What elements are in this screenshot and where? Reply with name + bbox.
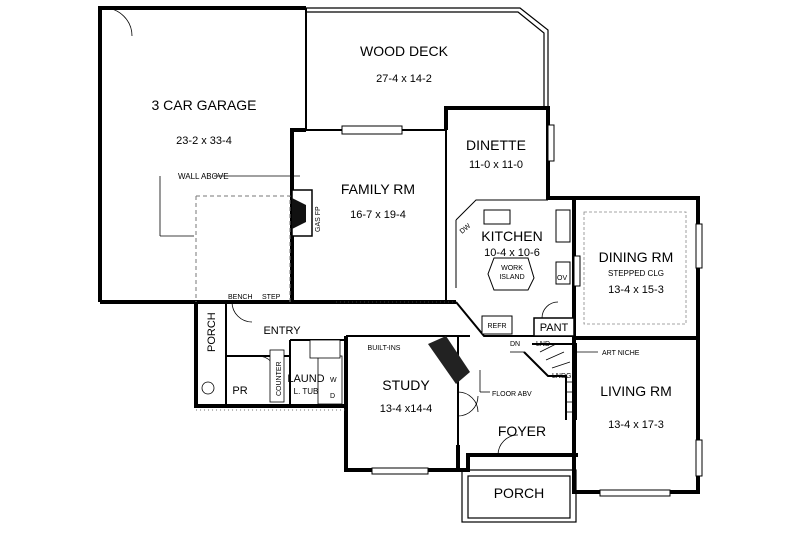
- entry-name: ENTRY: [263, 325, 301, 337]
- room-labels: 3 CAR GARAGE 23-2 x 33-4 WALL ABOVE WOOD…: [151, 43, 673, 501]
- island-label-1: WORK: [501, 265, 523, 272]
- ov-label: OV: [557, 275, 567, 282]
- lnd-upper-label: LND: [536, 341, 550, 348]
- kitchen-name: KITCHEN: [481, 228, 542, 244]
- laundry-fixtures: [201, 339, 343, 405]
- windows: [341, 124, 703, 497]
- garage-dims: 23-2 x 33-4: [176, 135, 232, 147]
- dinette-name: DINETTE: [466, 137, 526, 153]
- stairs: [539, 343, 576, 413]
- laundry-tub: L. TUB: [294, 387, 319, 396]
- garage-note-leader: [159, 175, 300, 237]
- island-label-2: ISLAND: [499, 274, 524, 281]
- dw-label: DW: [459, 222, 473, 235]
- deck-name: WOOD DECK: [360, 43, 449, 59]
- dotted-lines: [196, 301, 456, 411]
- leader-lines: [479, 351, 598, 393]
- garage-note: WALL ABOVE: [178, 172, 229, 181]
- counter-label: COUNTER: [276, 361, 283, 396]
- gas-fireplace: [291, 189, 313, 237]
- dining-dims: 13-4 x 15-3: [608, 284, 664, 296]
- garage-name: 3 CAR GARAGE: [151, 97, 256, 113]
- porch-side-name: PORCH: [206, 312, 218, 352]
- powder-name: PR: [232, 385, 247, 397]
- built-ins-diagonal: [428, 336, 470, 384]
- foyer-name: FOYER: [498, 423, 546, 439]
- study-name: STUDY: [382, 377, 430, 393]
- lnd-lower-label: LNDG: [552, 373, 571, 380]
- step-label: STEP: [262, 294, 281, 301]
- deck-dims: 27-4 x 14-2: [376, 73, 432, 85]
- art-niche-label: ART NICHE: [602, 350, 640, 357]
- kitchen-fixtures: [455, 199, 575, 337]
- bench-label: BENCH: [228, 294, 253, 301]
- porch-front: [461, 469, 577, 523]
- pant-label: PANT: [540, 322, 569, 334]
- dining-name: DINING RM: [599, 249, 674, 265]
- laundry-name: LAUND: [287, 373, 324, 385]
- garage-door-swing: [103, 7, 133, 37]
- floor-abv-label: FLOOR ABV: [492, 391, 532, 398]
- family-dims: 16-7 x 19-4: [350, 209, 406, 221]
- kitchen-dims: 10-4 x 10-6: [484, 247, 540, 259]
- fireplace-label: GAS FP: [315, 206, 322, 232]
- built-ins-label: BUILT-INS: [368, 345, 401, 352]
- garage-wall-above: [195, 195, 291, 302]
- porch-front-name: PORCH: [494, 485, 545, 501]
- refr-label: REFR: [487, 323, 506, 330]
- dining-note: STEPPED CLG: [608, 269, 664, 278]
- laundry-d: D: [330, 393, 335, 400]
- family-name: FAMILY RM: [341, 181, 415, 197]
- wood-deck-outline: [306, 7, 549, 108]
- misc-labels: BENCH STEP REFR PANT BUILT-INS DN LND LN…: [228, 294, 640, 398]
- dn-label: DN: [510, 341, 520, 348]
- living-dims: 13-4 x 17-3: [608, 419, 664, 431]
- laundry-w: W: [330, 377, 337, 384]
- study-dims: 13-4 x14-4: [380, 403, 433, 415]
- dining-stepped-ceiling: [583, 211, 687, 325]
- dinette-dims: 11-0 x 11-0: [469, 159, 523, 171]
- living-name: LIVING RM: [600, 383, 672, 399]
